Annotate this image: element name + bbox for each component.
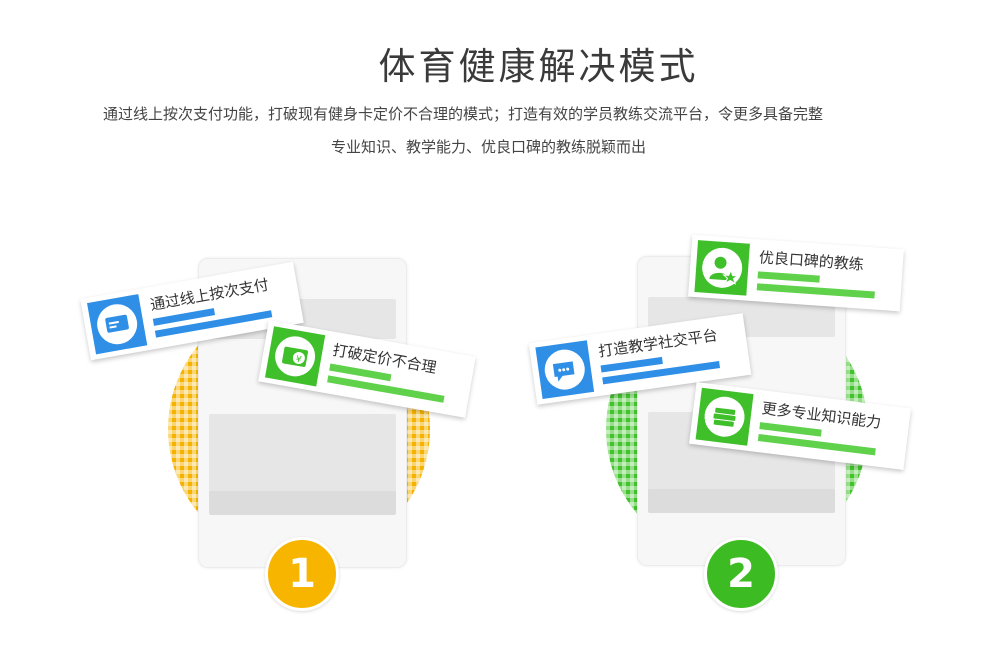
step-badge-1: 1 bbox=[265, 537, 339, 611]
svg-text:¥: ¥ bbox=[295, 355, 303, 366]
card-good-reputation: 优良口碑的教练 bbox=[688, 234, 904, 312]
card-icon bbox=[105, 314, 129, 333]
card-break-pricing: ¥ 打破定价不合理 bbox=[258, 320, 476, 418]
card-online-payment: 通过线上按次支付 bbox=[80, 261, 304, 361]
page-title: 体育健康解决模式 bbox=[378, 45, 699, 88]
placeholder-bar bbox=[757, 271, 820, 283]
placeholder-bar bbox=[756, 283, 875, 299]
card-label: 打造教学社交平台 bbox=[597, 326, 719, 361]
wallet-icon: ¥ bbox=[282, 346, 308, 367]
chat-icon bbox=[552, 361, 575, 382]
card-professional-knowledge: 更多专业知识能力 bbox=[689, 382, 911, 470]
description-line-2: 专业知识、教学能力、优良口碑的教练脱颖而出 bbox=[331, 138, 647, 156]
step-badge-2: 2 bbox=[704, 537, 778, 611]
books-icon bbox=[713, 407, 736, 427]
user-star-icon bbox=[709, 256, 740, 286]
description-line-1: 通过线上按次支付功能，打破现有健身卡定价不合理的模式；打造有效的学员教练交流平台… bbox=[103, 105, 824, 123]
card-label: 优良口碑的教练 bbox=[758, 248, 865, 274]
placeholder-bar bbox=[757, 434, 876, 456]
card-teaching-social: 打造教学社交平台 bbox=[528, 313, 752, 405]
